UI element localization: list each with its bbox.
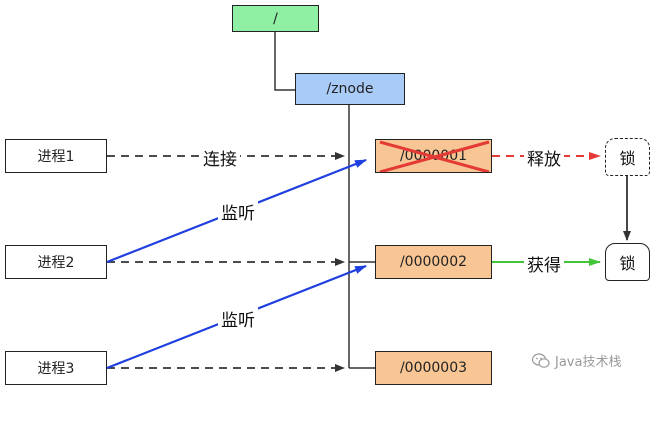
znode-node: /znode xyxy=(295,73,405,105)
release-label: 释放 xyxy=(524,145,564,170)
watermark-text: Java技术栈 xyxy=(555,355,622,370)
sequence-node-2: /0000002 xyxy=(375,245,492,279)
acquire-label: 获得 xyxy=(524,251,564,276)
sequence-node-1: /0000001 xyxy=(375,139,492,173)
deleted-cross-icon xyxy=(379,140,490,172)
root-to-znode-connector xyxy=(274,30,295,91)
watch-label-2: 监听 xyxy=(218,306,258,331)
sequence-node-3: /0000003 xyxy=(375,351,492,385)
wechat-icon xyxy=(532,352,550,368)
process-3-box: 进程3 xyxy=(5,351,107,385)
watch-label-1: 监听 xyxy=(218,199,258,224)
connect-label: 连接 xyxy=(200,145,240,170)
root-node: / xyxy=(232,5,319,32)
process-2-box: 进程2 xyxy=(5,245,107,279)
watermark: Java技术栈 xyxy=(532,351,621,370)
released-lock-icon: 锁 xyxy=(605,138,650,176)
acquired-lock-icon: 锁 xyxy=(605,243,650,281)
process-1-box: 进程1 xyxy=(5,139,107,173)
